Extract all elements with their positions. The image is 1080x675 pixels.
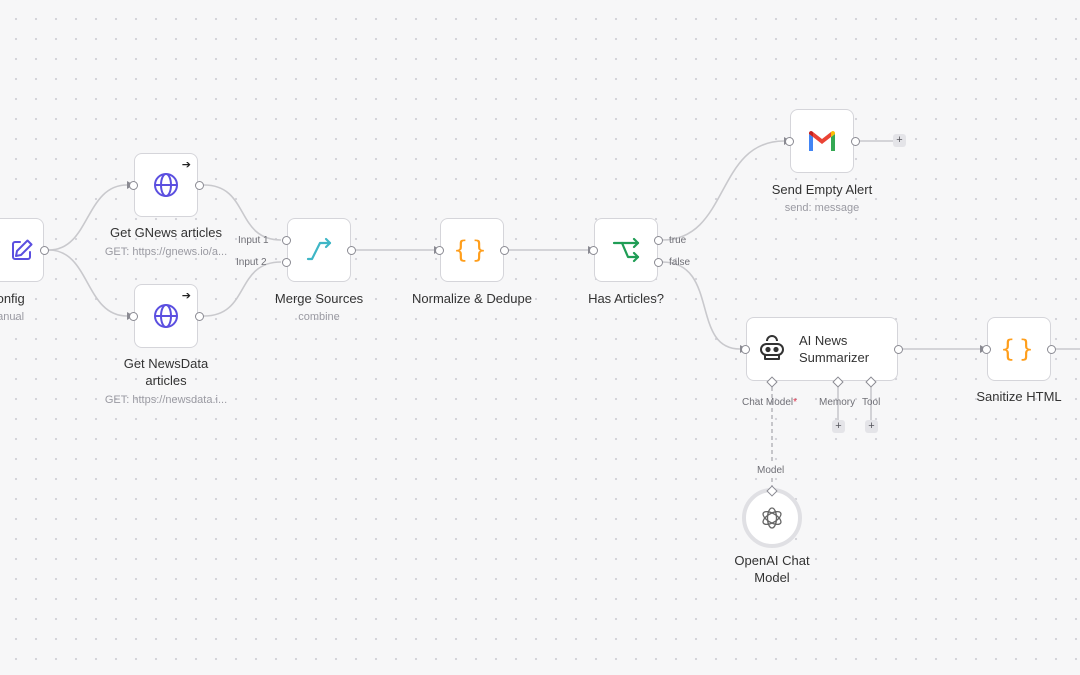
- merge-node[interactable]: [287, 218, 351, 282]
- config-subtitle: Manual: [0, 311, 25, 323]
- summarizer-input-handle[interactable]: [741, 345, 750, 354]
- pencil-icon: [8, 236, 36, 264]
- sanitize-input-handle[interactable]: [982, 345, 991, 354]
- newsdata-subtitle: GET: https://newsdata.i...: [104, 394, 228, 406]
- merge-icon: [304, 236, 334, 264]
- normalize-node[interactable]: {}: [440, 218, 504, 282]
- gnews-node[interactable]: ➔: [134, 153, 198, 217]
- has-articles-node[interactable]: [594, 218, 658, 282]
- summarizer-output-handle[interactable]: [894, 345, 903, 354]
- send-alert-input-handle[interactable]: [785, 137, 794, 146]
- sanitize-output-handle[interactable]: [1047, 345, 1056, 354]
- config-label: Config: [0, 291, 25, 306]
- send-alert-add-button[interactable]: +: [893, 134, 906, 147]
- merge-label: Merge Sources: [274, 291, 364, 306]
- memory-port-label: Memory: [819, 397, 856, 408]
- openai-label: OpenAI Chat Model: [734, 553, 810, 585]
- tool-add-button[interactable]: +: [865, 420, 878, 433]
- has-articles-false-handle[interactable]: [654, 258, 663, 267]
- gnews-input-handle[interactable]: [129, 181, 138, 190]
- summarizer-node[interactable]: AI News Summarizer: [746, 317, 898, 381]
- code-braces-icon: {}: [453, 236, 491, 264]
- gmail-icon: [807, 129, 837, 153]
- code-braces-icon: {}: [1000, 335, 1038, 363]
- merge-input1-handle[interactable]: [282, 236, 291, 245]
- memory-add-button[interactable]: +: [832, 420, 845, 433]
- normalize-input-handle[interactable]: [435, 246, 444, 255]
- gnews-label: Get GNews articles: [110, 225, 222, 240]
- false-branch-label: false: [669, 257, 691, 268]
- send-alert-label: Send Empty Alert: [771, 182, 873, 197]
- globe-icon: [152, 171, 180, 199]
- required-asterisk: *: [793, 397, 798, 408]
- newsdata-label: Get NewsData articles: [123, 356, 209, 388]
- sanitize-node[interactable]: {}: [987, 317, 1051, 381]
- tool-port-label: Tool: [862, 397, 881, 408]
- has-articles-input-handle[interactable]: [589, 246, 598, 255]
- gnews-output-handle[interactable]: [195, 181, 204, 190]
- newsdata-node[interactable]: ➔: [134, 284, 198, 348]
- send-alert-subtitle: send: message: [784, 202, 860, 214]
- wire-newsdata-merge: [203, 261, 282, 317]
- globe-icon: [152, 302, 180, 330]
- chat-model-port-label: Chat Model*: [742, 397, 797, 408]
- merge-input2-label: Input 2: [236, 257, 267, 268]
- config-output-handle[interactable]: [40, 246, 49, 255]
- true-branch-label: true: [669, 235, 687, 246]
- summarizer-label: AI News Summarizer: [799, 333, 870, 365]
- normalize-label: Normalize & Dedupe: [412, 291, 532, 306]
- openai-node[interactable]: [742, 488, 802, 548]
- merge-subtitle: combine: [298, 311, 340, 323]
- normalize-output-handle[interactable]: [500, 246, 509, 255]
- has-articles-true-handle[interactable]: [654, 236, 663, 245]
- sanitize-label: Sanitize HTML: [976, 389, 1062, 404]
- branch-icon: [611, 236, 641, 264]
- wire-config-newsdata: [48, 249, 128, 317]
- merge-input1-label: Input 1: [238, 235, 269, 246]
- chat-model-text: Chat Model: [742, 397, 794, 408]
- external-arrow-icon: ➔: [181, 290, 191, 302]
- merge-input2-handle[interactable]: [282, 258, 291, 267]
- config-node[interactable]: [0, 218, 44, 282]
- external-arrow-icon: ➔: [181, 159, 191, 171]
- robot-icon: [757, 335, 787, 363]
- has-articles-label: Has Articles?: [588, 291, 664, 306]
- gnews-subtitle: GET: https://gnews.io/a...: [104, 246, 228, 258]
- openai-icon: [759, 505, 785, 531]
- newsdata-output-handle[interactable]: [195, 312, 204, 321]
- model-connector-label: Model: [757, 465, 785, 476]
- send-alert-node[interactable]: [790, 109, 854, 173]
- merge-output-handle[interactable]: [347, 246, 356, 255]
- newsdata-input-handle[interactable]: [129, 312, 138, 321]
- send-alert-output-handle[interactable]: [851, 137, 860, 146]
